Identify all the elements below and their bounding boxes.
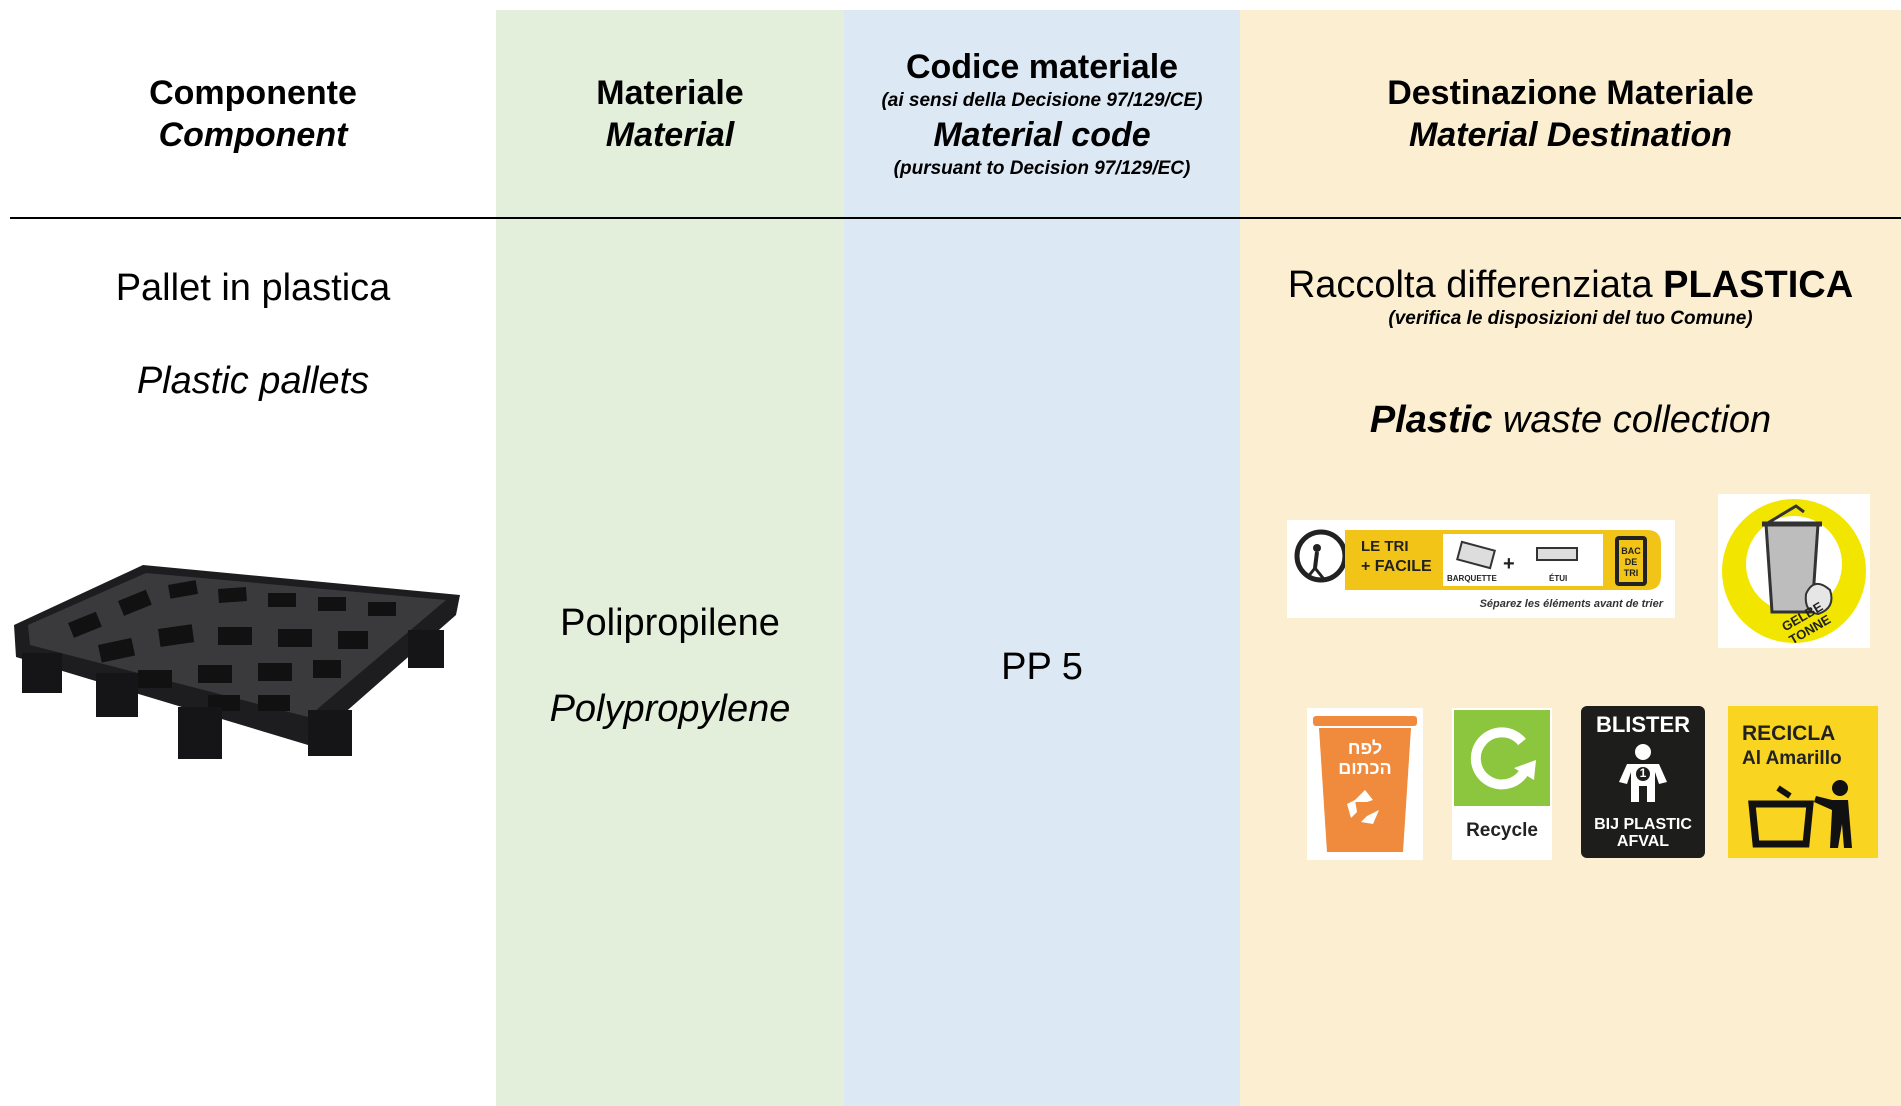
header-destination-en: Material Destination: [1408, 115, 1733, 154]
header-code-en: Material code: [933, 115, 1151, 154]
destination-en-rest: waste collection: [1492, 399, 1772, 441]
yellow-bin-icon: [1722, 499, 1866, 643]
component-name-it: Pallet in plastica: [115, 267, 391, 309]
triman-bac: BAC DE TRI: [1621, 546, 1641, 578]
blister-bottom: BIJ PLASTIC AFVAL: [1594, 816, 1692, 850]
header-material-en: Material: [605, 115, 735, 154]
header-code-it: Codice materiale: [905, 47, 1179, 86]
material-name-en: Polypropylene: [549, 688, 791, 730]
destination-it-prefix: Raccolta differenziata: [1287, 264, 1664, 306]
header-material-it: Materiale: [596, 73, 744, 112]
header-divider: [10, 217, 1901, 219]
component-name-en: Plastic pallets: [136, 360, 370, 402]
orange-bin-logo: לפח הכתום: [1307, 708, 1423, 860]
destination-en: Plastic waste collection: [1240, 397, 1901, 443]
column-material-code: [844, 10, 1240, 1106]
blister-logo: BLISTER 1 BIJ PLASTIC AFVAL: [1581, 706, 1705, 858]
triman-barquette: BARQUETTE: [1447, 574, 1497, 583]
recycle-logo: Recycle: [1452, 708, 1552, 860]
header-component: Componente Component: [0, 10, 506, 217]
plastic-pallet-image: [14, 565, 460, 759]
triman-etui: ÉTUI: [1549, 574, 1568, 583]
blister-number-icon: 1: [1639, 766, 1647, 780]
recycle-label: Recycle: [1466, 820, 1538, 841]
header-material: Materiale Material: [496, 10, 844, 217]
column-material: [496, 10, 844, 1106]
orange-bin-label: לפח הכתום: [1338, 738, 1392, 778]
destination-it-bold: PLASTICA: [1663, 264, 1854, 306]
blister-title: BLISTER: [1595, 712, 1691, 737]
triman-logo: LE TRI + FACILE + BARQUETTE ÉTUI BAC DE …: [1287, 520, 1675, 618]
header-destination-it: Destinazione Materiale: [1387, 73, 1754, 112]
header-code-en-note: (pursuant to Decision 97/129/EC): [893, 157, 1191, 179]
triman-line1: LE TRI: [1361, 538, 1409, 555]
plus-icon: +: [1503, 553, 1515, 575]
column-component: [0, 10, 496, 1106]
header-component-it: Componente: [149, 73, 357, 112]
header-destination: Destinazione Materiale Material Destinat…: [1240, 10, 1901, 217]
recycle-arrow-icon: [1454, 710, 1550, 806]
recicla-logo: RECICLA Al Amarillo: [1728, 706, 1878, 858]
person-bin-icon: [1748, 780, 1852, 848]
header-component-en: Component: [158, 115, 348, 154]
orange-bin-icon: [1313, 716, 1417, 852]
destination-it: Raccolta differenziata PLASTICA: [1240, 262, 1901, 308]
destination-note: (verifica le disposizioni del tuo Comune…: [1388, 308, 1753, 329]
material-name-it: Polipropilene: [560, 602, 780, 644]
gelbe-tonne-logo: GELBE TONNE: [1718, 494, 1870, 648]
material-code: PP 5: [1001, 646, 1083, 688]
destination-en-bold: Plastic: [1369, 399, 1493, 441]
triman-caption: Séparez les éléments avant de trier: [1479, 598, 1663, 610]
figure-icon: [1619, 744, 1667, 802]
header-code-it-note: (ai sensi della Decisione 97/129/CE): [881, 89, 1203, 111]
recicla-line1: RECICLA: [1742, 722, 1836, 745]
header-material-code: Codice materiale (ai sensi della Decisio…: [844, 10, 1240, 217]
triman-icon: [1294, 529, 1661, 590]
recicla-line2: Al Amarillo: [1742, 748, 1842, 769]
triman-line2: + FACILE: [1361, 558, 1432, 575]
